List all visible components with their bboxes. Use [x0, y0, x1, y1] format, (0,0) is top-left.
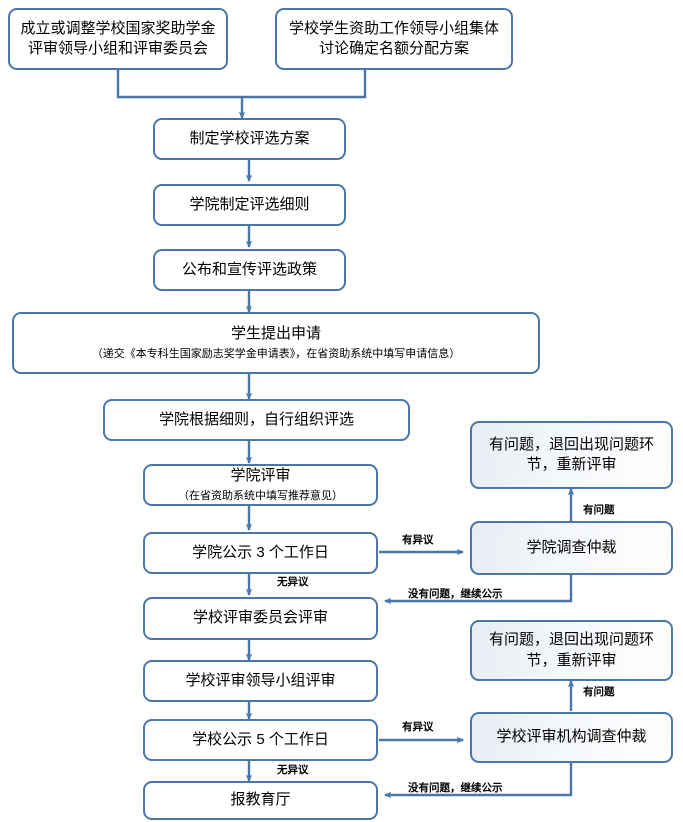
node-school-investigation-arbitration[interactable]: 学校评审机构调查仲裁 — [470, 712, 673, 763]
node-college-investigation-arbitration[interactable]: 学院调查仲裁 — [470, 521, 673, 575]
node-publicize-policy[interactable]: 公布和宣传评选政策 — [153, 249, 346, 291]
node-school-review-leading-group[interactable]: 学校评审领导小组评审 — [143, 660, 378, 702]
node-label: 报教育厅 — [230, 791, 291, 809]
node-school-publicity-5days[interactable]: 学校公示 5 个工作日 — [143, 719, 378, 761]
node-problem-return-rereview-school[interactable]: 有问题，退回出现问题环节，重新评审 — [470, 620, 673, 681]
node-label: 有问题，退回出现问题环节，重新评审 — [488, 631, 654, 669]
node-label: 制定学校评选方案 — [189, 129, 310, 147]
node-report-to-education-department[interactable]: 报教育厅 — [143, 781, 378, 820]
edge-label-no-objection-school: 无异议 — [277, 764, 309, 776]
edge-label-objection-college: 有异议 — [402, 534, 434, 546]
node-establish-committee[interactable]: 成立或调整学校国家奖助学金评审领导小组和评审委员会 — [8, 8, 228, 70]
edge-label-no-objection-college: 无异议 — [277, 576, 309, 588]
node-quota-allocation[interactable]: 学校学生资助工作领导小组集体讨论确定名额分配方案 — [275, 8, 513, 70]
node-label: 学院制定评选细则 — [189, 195, 310, 213]
node-label: 学校评审机构调查仲裁 — [496, 728, 647, 746]
edge-label-has-problem-college: 有问题 — [583, 504, 615, 516]
node-label: 学院评审 — [230, 467, 291, 485]
node-school-selection-plan[interactable]: 制定学校评选方案 — [153, 118, 346, 160]
node-student-application[interactable]: 学生提出申请 （递交《本专科生国家励志奖学金申请表》，在省资助系统中填写申请信息… — [12, 312, 540, 374]
node-label: 成立或调整学校国家奖助学金评审领导小组和评审委员会 — [20, 19, 216, 57]
node-sublabel: （递交《本专科生国家励志奖学金申请表》，在省资助系统中填写申请信息） — [91, 347, 461, 360]
node-sublabel: （在省资助系统中填写推荐意见） — [178, 489, 343, 502]
node-college-organizes-selection[interactable]: 学院根据细则，自行组织评选 — [103, 399, 410, 441]
edge-label-objection-school: 有异议 — [402, 721, 434, 733]
node-problem-return-rereview-college[interactable]: 有问题，退回出现问题环节，重新评审 — [470, 421, 673, 489]
node-label: 学院根据细则，自行组织评选 — [158, 410, 354, 428]
node-label: 学校评审委员会评审 — [192, 609, 328, 627]
node-college-rules[interactable]: 学院制定评选细则 — [153, 184, 346, 226]
node-label: 公布和宣传评选政策 — [181, 260, 317, 278]
node-school-review-committee[interactable]: 学校评审委员会评审 — [143, 597, 378, 640]
node-label: 有问题，退回出现问题环节，重新评审 — [488, 435, 654, 473]
edge-label-no-problem-continue-school: 没有问题，继续公示 — [408, 782, 503, 794]
node-label: 学校公示 5 个工作日 — [192, 730, 329, 748]
node-label: 学校评审领导小组评审 — [185, 671, 336, 689]
node-college-review[interactable]: 学院评审 （在省资助系统中填写推荐意见） — [143, 464, 378, 506]
edge-label-has-problem-school: 有问题 — [583, 686, 615, 698]
node-label: 学院公示 3 个工作日 — [192, 543, 329, 561]
node-college-publicity-3days[interactable]: 学院公示 3 个工作日 — [143, 532, 378, 574]
node-label: 学生提出申请 — [230, 325, 321, 343]
edge-label-no-problem-continue-college: 没有问题，继续公示 — [408, 588, 503, 600]
node-label: 学校学生资助工作领导小组集体讨论确定名额分配方案 — [288, 19, 499, 57]
edge-merge-top — [116, 70, 367, 99]
node-label: 学院调查仲裁 — [526, 538, 617, 556]
